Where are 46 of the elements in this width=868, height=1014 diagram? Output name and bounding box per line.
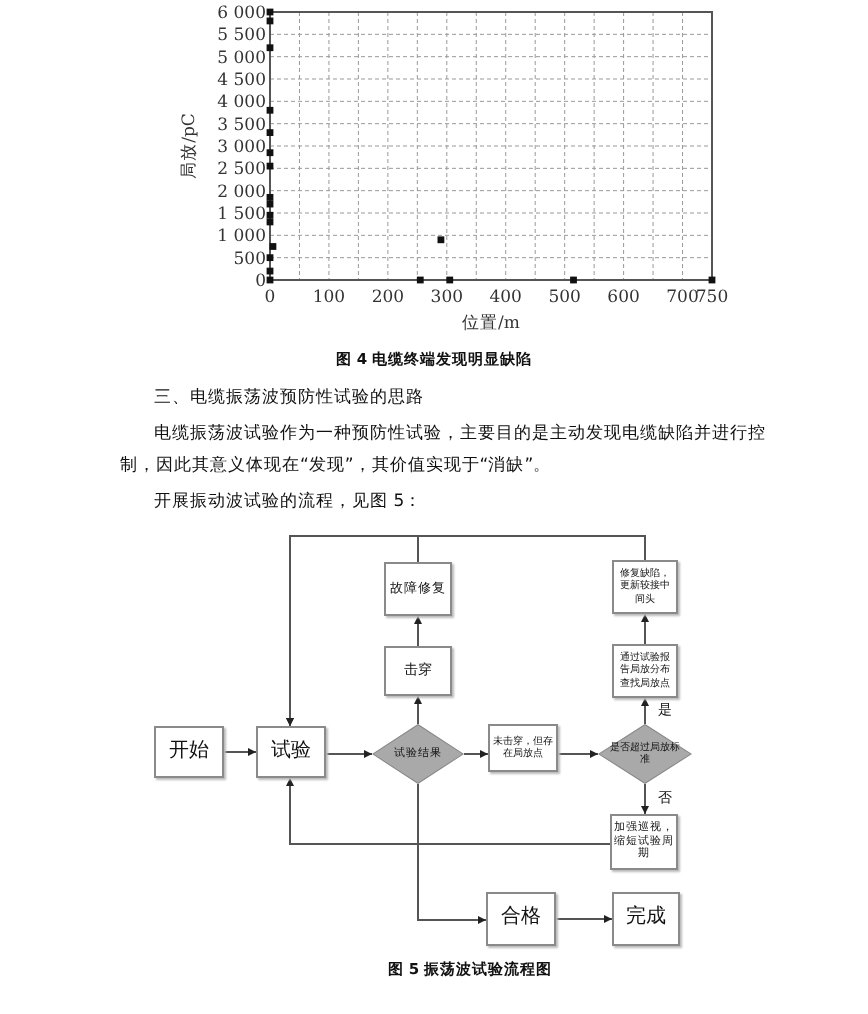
arrow — [557, 750, 599, 758]
paragraph: 电缆振荡波试验作为一种预防性试验，主要目的是主动发现电缆缺陷并进行控制，因此其意义体现在“发现”，其价值实现于“消缺”。 — [120, 421, 768, 480]
tick-label: 300 — [430, 288, 464, 308]
tick-label: 700 — [666, 288, 699, 308]
tick-label: 4 000 — [217, 93, 266, 114]
arrow — [555, 915, 613, 923]
tick-label: 0 — [255, 272, 266, 292]
arrow — [641, 697, 649, 725]
process-box: 试验 — [256, 726, 326, 778]
arrow — [414, 615, 422, 647]
tick-label: 400 — [489, 288, 522, 308]
axis-title: 局放/pC — [180, 113, 200, 179]
arrow — [286, 777, 611, 845]
arrow — [641, 613, 649, 645]
arrow — [414, 695, 422, 725]
tick-label: 4 500 — [217, 71, 266, 91]
tick-label: 5 000 — [217, 48, 266, 69]
process-box: 开始 — [154, 726, 224, 778]
tick-label: 500 — [548, 288, 581, 308]
tick-label: 600 — [607, 288, 640, 308]
arrow — [417, 783, 487, 924]
tick-label: 2 000 — [217, 182, 266, 203]
tick-label: 1 500 — [217, 205, 266, 225]
tick-label: 200 — [371, 288, 405, 308]
decision-diamond — [598, 724, 692, 784]
decision-diamond — [372, 724, 464, 784]
tick-label: 750 — [695, 288, 729, 308]
tick-label: 2 500 — [217, 160, 266, 181]
tick-label: 6 000 — [217, 4, 266, 24]
section-heading: 三、电缆振荡波预防性试验的思路 — [154, 386, 424, 410]
process-box: 合格 — [486, 892, 556, 946]
arrow — [223, 748, 257, 756]
tick-label: 1 000 — [217, 227, 266, 248]
tick-label: 100 — [312, 288, 346, 308]
tick-label: 5 500 — [217, 26, 266, 47]
tick-label: 3 500 — [217, 115, 266, 136]
tick-label: 0 — [264, 288, 276, 308]
arrow — [286, 535, 646, 727]
paragraph: 开展振动波试验的流程，见图 5： — [154, 490, 423, 514]
tick-label: 3 000 — [217, 138, 266, 158]
tick-label: 500 — [233, 249, 266, 270]
arrow — [463, 750, 489, 758]
arrow — [325, 750, 373, 758]
arrow — [641, 783, 649, 815]
axis-title: 位置/m — [462, 314, 520, 334]
process-box: 完成 — [612, 892, 680, 946]
